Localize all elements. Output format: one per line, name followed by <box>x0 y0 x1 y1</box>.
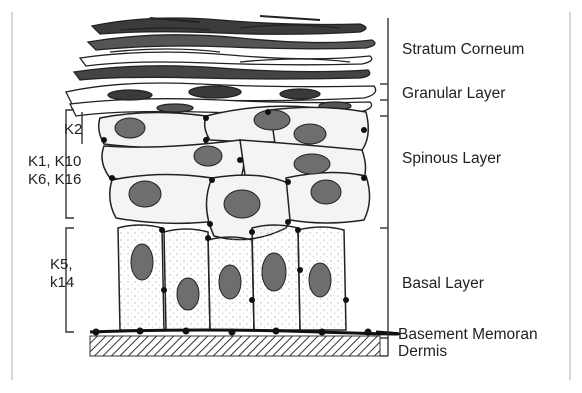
stratum-corneum-cells <box>74 16 375 80</box>
label-k14: k14 <box>50 274 74 292</box>
label-basal-layer: Basal Layer <box>402 276 484 292</box>
layer-brackets <box>380 18 388 356</box>
dermis-band <box>90 336 380 356</box>
label-k6-k16: K6, K16 <box>28 171 81 189</box>
label-k1-k10: K1, K10 <box>28 153 81 171</box>
label-k2: K2 <box>64 121 82 139</box>
label-granular-layer: Granular Layer <box>402 86 505 102</box>
keratin-brackets <box>66 110 82 332</box>
label-basement-membrane: Basement Memoran <box>398 327 538 343</box>
label-spinous-layer: Spinous Layer <box>402 151 501 167</box>
label-dermis: Dermis <box>398 344 447 360</box>
label-stratum-corneum: Stratum Corneum <box>402 42 524 58</box>
label-k5: K5, <box>50 256 73 274</box>
